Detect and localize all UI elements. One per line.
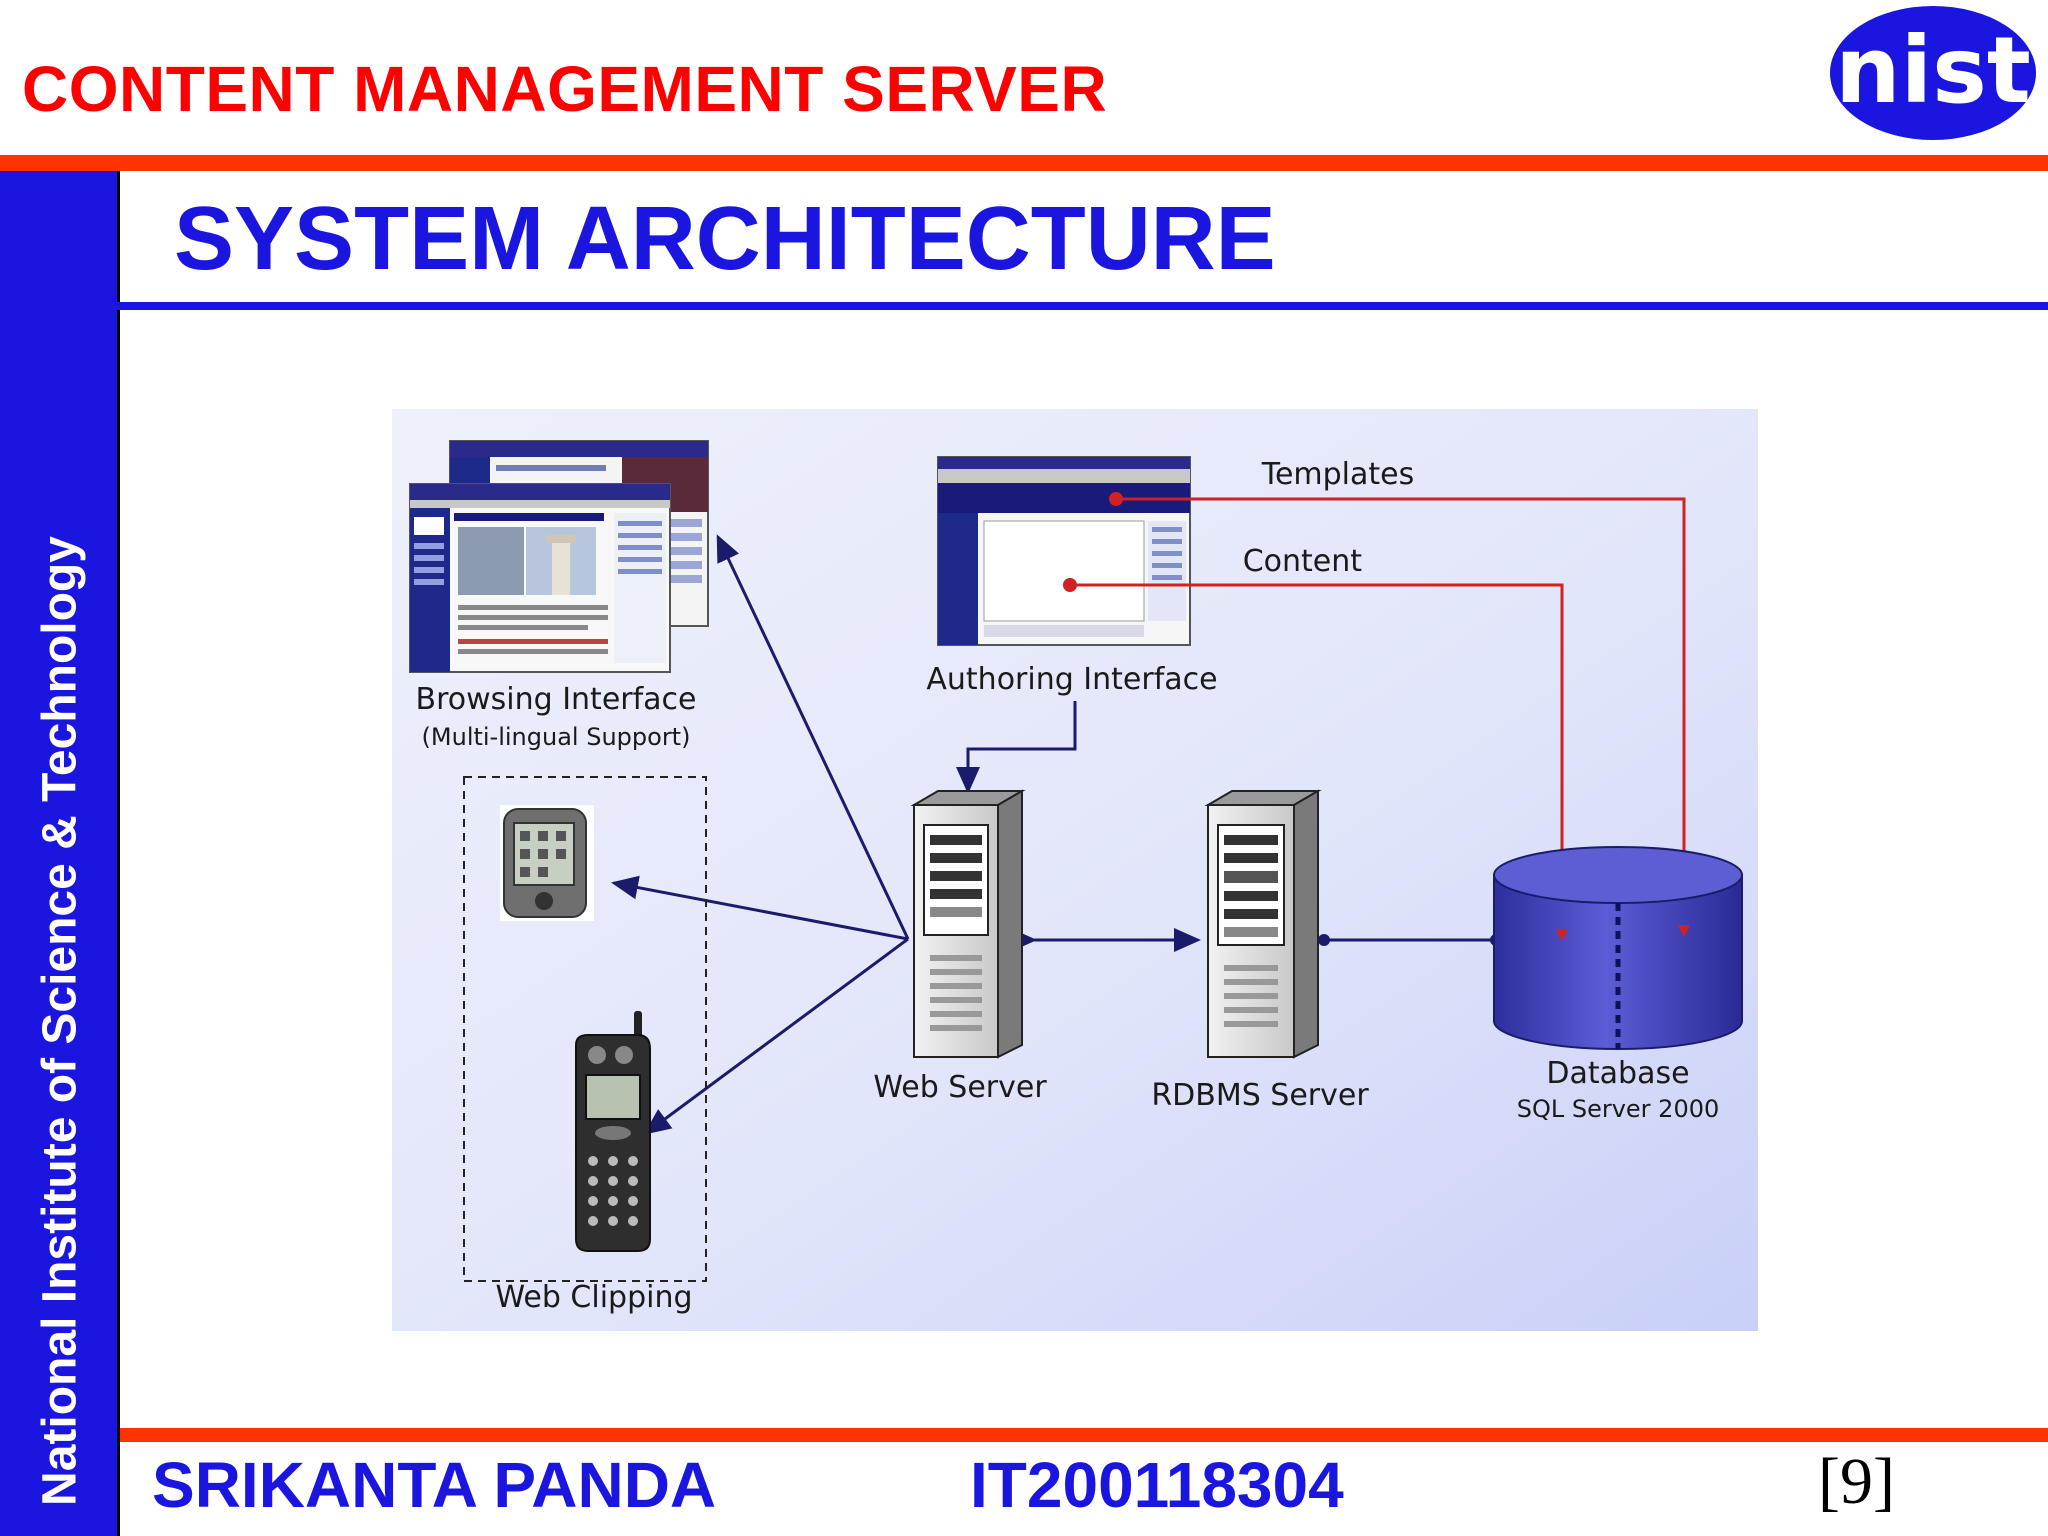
- logo-text: nist: [1835, 17, 2031, 124]
- architecture-diagram: Browsing Interface (Multi-lingual Suppor…: [392, 409, 1758, 1331]
- web-server-label: Web Server: [873, 1070, 1047, 1105]
- templates-label: Templates: [1261, 457, 1415, 492]
- content-connector: [1063, 578, 1574, 940]
- pda-icon: [500, 805, 594, 921]
- webserver-to-phone-arrow: [643, 937, 909, 1135]
- authoring-interface-screenshot: [937, 456, 1191, 646]
- database-icon: [1493, 846, 1743, 1050]
- browsing-interface-screenshot: [409, 440, 709, 673]
- web-clipping-group: [463, 776, 707, 1282]
- web-clipping-label: Web Clipping: [495, 1280, 692, 1315]
- top-red-divider: [0, 155, 2048, 171]
- browsing-interface-sublabel: (Multi-lingual Support): [422, 723, 691, 751]
- footer-page-number: [9]: [1818, 1445, 1895, 1518]
- rdbms-server-icon: [1204, 789, 1322, 1059]
- mobile-phone-icon: [575, 1011, 651, 1252]
- section-title: SYSTEM ARCHITECTURE: [174, 189, 1276, 289]
- header-title: CONTENT MANAGEMENT SERVER: [22, 53, 1108, 125]
- content-label: Content: [1243, 544, 1363, 579]
- authoring-interface-label: Authoring Interface: [926, 662, 1217, 697]
- authoring-to-webserver-arrow: [956, 701, 1077, 794]
- webserver-to-browsing-arrow: [716, 534, 910, 940]
- title-blue-rule: [86, 302, 2048, 310]
- database-label: Database: [1546, 1056, 1689, 1091]
- database-sublabel: SQL Server 2000: [1517, 1095, 1720, 1123]
- webserver-to-pda-arrow: [611, 875, 909, 941]
- web-server-icon: [910, 789, 1026, 1059]
- sidebar-institute-name: National Institute of Science & Technolo…: [33, 536, 87, 1506]
- rdbms-server-label: RDBMS Server: [1151, 1078, 1369, 1113]
- browsing-interface-label: Browsing Interface: [415, 682, 696, 717]
- footer-author-name: SRIKANTA PANDA: [152, 1449, 717, 1521]
- nist-logo: nist: [1830, 6, 2036, 140]
- bottom-red-divider: [120, 1428, 2048, 1442]
- templates-connector: [1109, 492, 1696, 936]
- footer-student-id: IT200118304: [970, 1449, 1344, 1521]
- sidebar: National Institute of Science & Technolo…: [0, 171, 120, 1536]
